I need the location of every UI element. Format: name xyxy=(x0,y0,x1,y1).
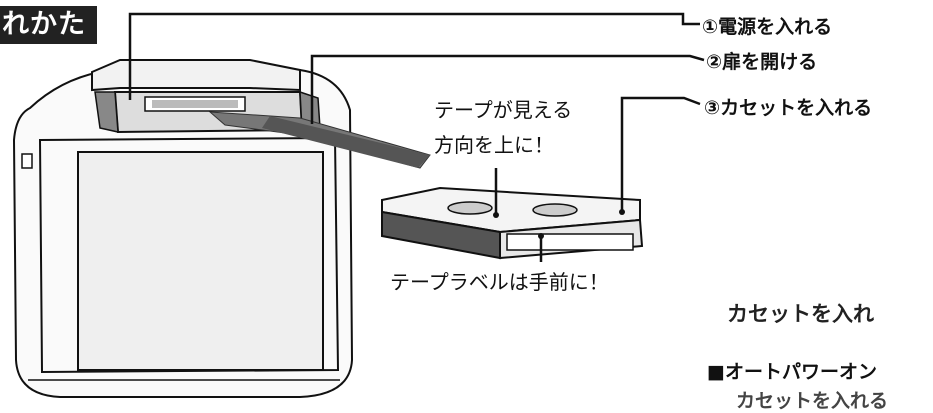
illustration xyxy=(12,12,705,398)
callout-cassette: ③カセットを入れる xyxy=(704,97,873,119)
note-tape-visible-1: テープが見える xyxy=(434,98,573,122)
cassette-reel-right xyxy=(532,203,578,217)
note-label-front: テープラベルは手前に！ xyxy=(390,270,609,294)
dot-tape xyxy=(493,212,499,218)
leader-door xyxy=(310,54,705,124)
cassette-label xyxy=(506,233,634,251)
dot-cassette xyxy=(619,209,625,215)
dot-label xyxy=(538,233,544,239)
bullet-sub: カセットを入れる xyxy=(736,390,889,412)
leader-lines xyxy=(128,12,705,262)
tv-unit xyxy=(12,59,354,398)
door-edge xyxy=(94,91,119,133)
callout-door: ②扉を開ける xyxy=(706,51,818,73)
cassette-reel-left xyxy=(447,201,493,215)
callout-power: ①電源を入れる xyxy=(702,16,833,38)
slot-window-inner xyxy=(152,100,238,108)
section-heading: れかた xyxy=(0,6,97,44)
section-title: カセットを入れ xyxy=(727,302,874,326)
note-tape-visible-2: 方向を上に！ xyxy=(434,133,554,157)
leader-cassette xyxy=(620,96,701,212)
tv-screen xyxy=(77,151,324,371)
leader-power xyxy=(128,12,700,100)
cassette xyxy=(381,186,644,260)
tv-side-button xyxy=(21,153,33,169)
insert-arrow-band xyxy=(262,116,430,168)
tv-lid xyxy=(91,59,301,92)
bullet-title: ■オートパワーオン xyxy=(707,361,877,383)
tv-inner-bezel xyxy=(38,136,340,374)
